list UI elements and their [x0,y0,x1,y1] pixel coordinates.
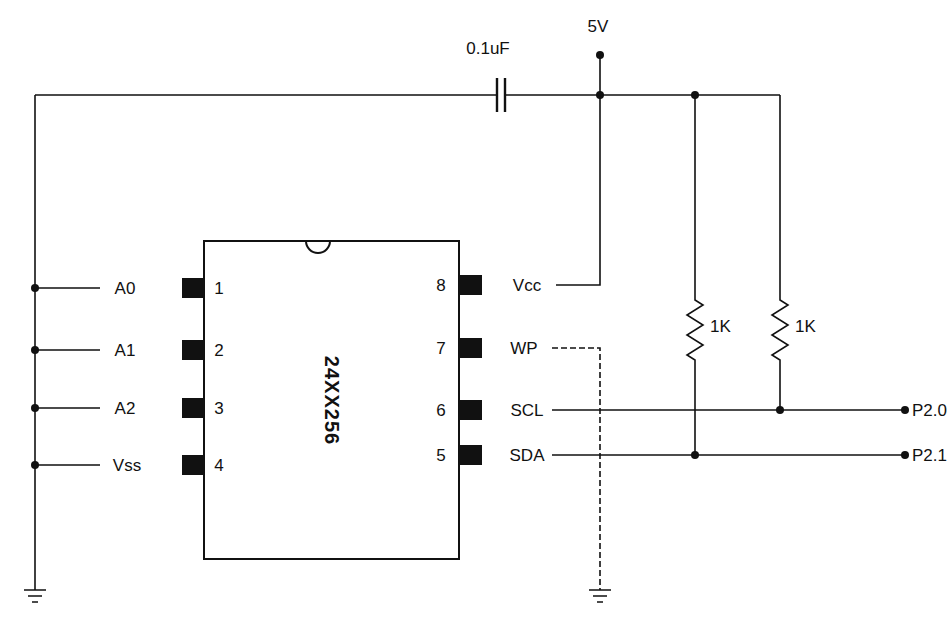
pin-name: SCL [510,402,543,419]
capacitor-symbol [497,78,505,112]
chip-name: 24XX256 [320,355,343,444]
resistor-symbol [687,95,703,455]
pin-name: A1 [115,342,136,359]
ic-body: 24XX256 [203,240,460,560]
pin-number: 8 [436,277,445,294]
pin-name: Vss [113,457,141,474]
scl-wire [552,409,905,411]
pin-number: 5 [436,447,445,464]
wp-wire [552,348,600,590]
sda-wire [552,454,905,456]
pin-name: SDA [510,447,545,464]
vcc-wire [556,55,600,285]
ground-symbol [589,590,611,602]
capacitor-value: 0.1uF [466,40,509,57]
ground-symbol [24,590,46,602]
pin-name: A2 [115,400,136,417]
port-pin: P2.1 [912,447,947,464]
resistor-symbol [772,95,788,410]
pin-number: 2 [214,342,223,359]
supply-label: 5V [588,18,609,35]
pin-name: A0 [115,280,136,297]
pin-name: Vcc [513,277,541,294]
port-pin: P2.0 [912,402,947,419]
pin-number: 4 [214,457,223,474]
ic-pins [182,275,482,475]
ground-rail [34,95,36,590]
supply-rail [35,94,780,96]
pin-number: 6 [436,402,445,419]
ic-notch [306,241,330,253]
junction-dots [31,51,909,469]
address-wires [35,288,100,465]
pin-name: WP [510,340,537,357]
pin-number: 1 [214,280,223,297]
resistor-value: 1K [710,318,731,335]
pin-number: 3 [214,400,223,417]
resistor-value: 1K [795,318,816,335]
wires [24,55,905,602]
pin-number: 7 [436,340,445,357]
